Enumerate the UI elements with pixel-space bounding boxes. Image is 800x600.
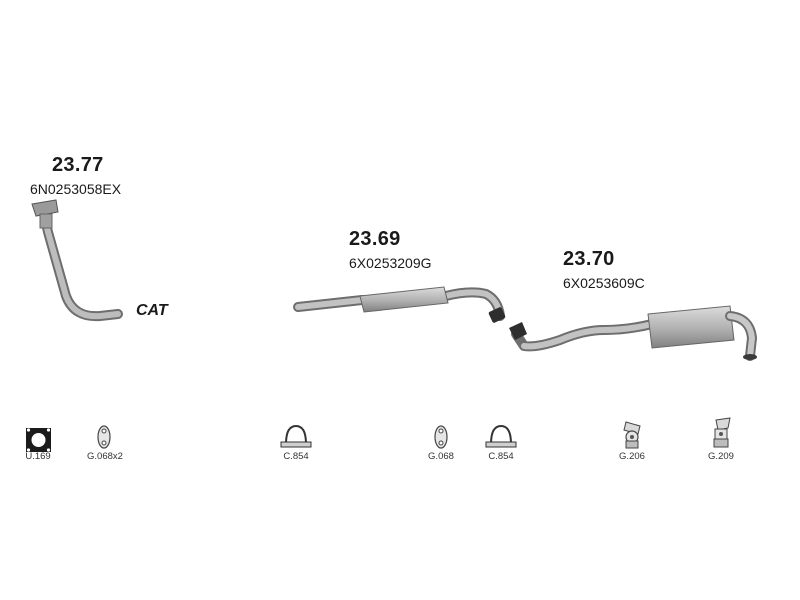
rubber-mount-icon (434, 425, 448, 449)
cat-label: CAT (136, 302, 168, 319)
oe-number-front-pipe: 6N0253058EX (30, 181, 122, 197)
fitting-code: C.854 (488, 451, 514, 462)
oe-number-middle-silencer: 6X0253209G (349, 255, 432, 271)
part-number-middle-silencer: 23.69 (349, 228, 401, 250)
middle-silencer (293, 286, 506, 323)
part-number-rear-silencer: 23.70 (563, 248, 615, 270)
fitting-code: G.206 (619, 451, 645, 462)
front-pipe (31, 199, 123, 322)
clamp-icon (485, 424, 517, 448)
fitting-code: G.209 (708, 451, 734, 462)
fitting-code: G.068x2 (87, 451, 123, 462)
fitting-code: C.854 (283, 451, 309, 462)
part-number-front-pipe: 23.77 (52, 154, 104, 176)
hanger-icon (713, 417, 731, 448)
flange-gasket-icon (26, 428, 51, 452)
oe-number-rear-silencer: 6X0253609C (563, 275, 645, 291)
fitting-code: G.068 (428, 451, 454, 462)
clamp-icon (280, 424, 312, 448)
rear-silencer (509, 305, 758, 361)
rubber-mount-icon (97, 425, 111, 449)
hanger-icon (623, 421, 641, 449)
fitting-code: U.169 (25, 451, 51, 462)
